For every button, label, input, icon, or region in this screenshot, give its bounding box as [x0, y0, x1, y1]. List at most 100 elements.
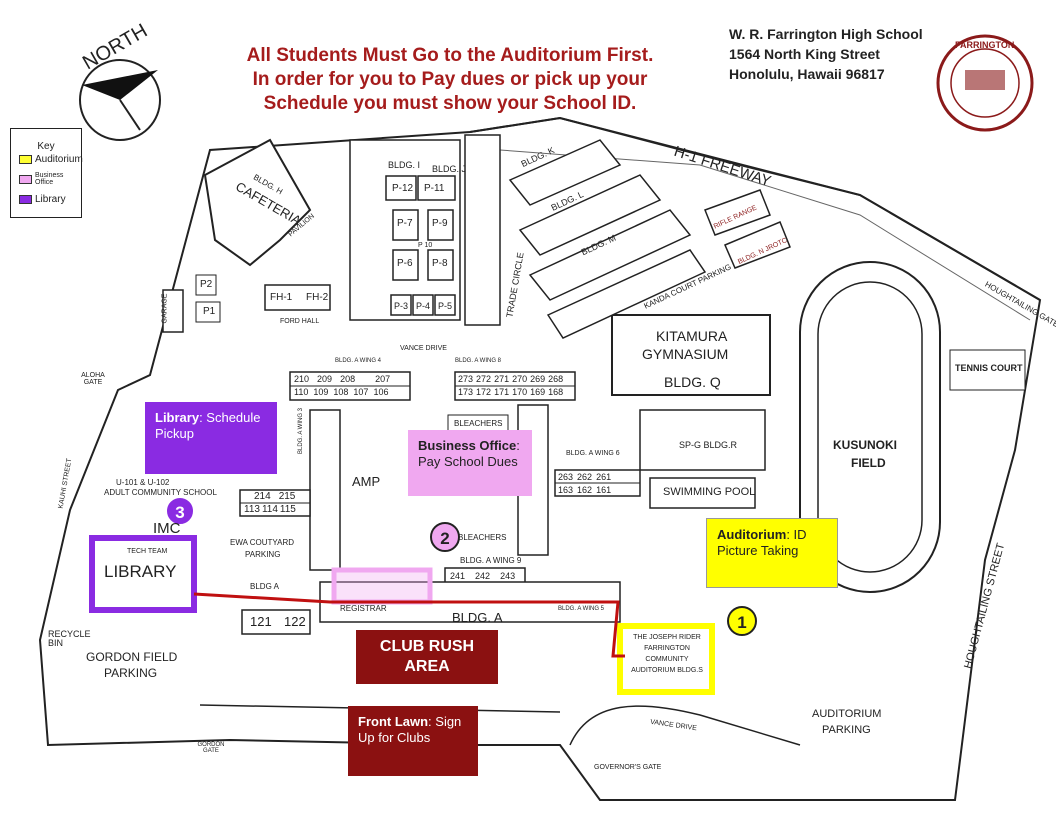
tennis-court-label: TENNIS COURT [955, 363, 1023, 373]
gordon-field-label-2: PARKING [104, 666, 158, 680]
headline-line-3: Schedule you must show your School ID. [263, 93, 637, 114]
adult-school-label-2: ADULT COMMUNITY SCHOOL [104, 488, 217, 497]
p9-label: P-9 [432, 218, 448, 229]
sp-g-label: SP-G BLDG.R [679, 440, 738, 450]
swimming-pool-label: SWIMMING POOL [663, 486, 756, 498]
route-line [193, 592, 625, 658]
garage-label: GARAGE [161, 293, 169, 324]
key-item-library: Library [19, 192, 81, 206]
bldg-a-small-label: BLDG A [250, 582, 279, 591]
governors-gate-label: GOVERNOR'S GATE [594, 764, 662, 771]
key-swatch-business [19, 174, 32, 184]
p6-label: P-6 [397, 258, 413, 269]
north-compass [79, 59, 161, 141]
portable-block [349, 139, 461, 321]
wing4-label: BLDG. A WING 4 [335, 358, 382, 364]
bldg-j-label: BLDG. J [432, 164, 467, 174]
library-label: LIBRARY [104, 562, 177, 581]
recycle-bin-label: RECYCLE BIN [48, 629, 91, 648]
key-item-business: Business Office [19, 172, 81, 186]
headline: All Students Must Go to the Auditorium F… [170, 44, 730, 116]
wing6-label: BLDG. A WING 6 [566, 450, 620, 457]
portable-strip [464, 134, 501, 326]
wing9-label: BLDG. A WING 9 [460, 556, 522, 565]
tennis-court [949, 349, 1026, 391]
vance-drive-road [569, 705, 801, 746]
p10-label: P 10 [418, 242, 433, 249]
ewa-courtyard-label-2: PARKING [245, 550, 281, 559]
auditorium-parking-label-2: PARKING [822, 724, 871, 736]
p1-label: P1 [203, 306, 216, 317]
key-swatch-auditorium [19, 154, 32, 164]
p2-block [195, 274, 217, 296]
gym-block [639, 409, 766, 471]
headline-line-2: In order for you to Pay dues or pick up … [252, 69, 648, 90]
ford-hall-label: FORD HALL [280, 318, 320, 325]
gordon-gate-label: GORDON GATE [197, 742, 225, 754]
p1-block [195, 301, 221, 323]
bleachers-label: BLEACHERS [454, 419, 503, 428]
adult-school-label-1: U-101 & U-102 [116, 478, 170, 487]
library-building [89, 535, 197, 613]
aloha-gate-label: ALOHA GATE [81, 372, 105, 386]
key-item-auditorium: Auditorium [19, 152, 83, 166]
registrar-label: REGISTRAR [340, 604, 387, 613]
auditorium-building-label: THE JOSEPH RIDER FARRINGTON COMMUNITY AU… [631, 634, 703, 674]
h1-freeway-line [469, 116, 1041, 301]
kitamura-gymnasium [611, 314, 771, 396]
school-seal [936, 34, 1034, 132]
wing5-label: BLDG. A WING 5 [558, 606, 605, 612]
field-label: FIELD [851, 456, 886, 470]
kusunoki-label: KUSUNOKI [833, 438, 898, 452]
marker-1: 1 [727, 606, 757, 636]
wing3-label: BLDG. A WING 3 [298, 407, 305, 455]
fh-block [264, 284, 331, 311]
room-122: 122 [284, 614, 306, 629]
fh1-label: FH-1 [270, 292, 293, 303]
ewa-courtyard-label-1: EWA COUTYARD [230, 538, 295, 547]
p4-label: P-4 [416, 301, 431, 311]
bldg-q-label: BLDG. Q [664, 374, 721, 390]
p8-label: P-8 [432, 258, 448, 269]
school-address: W. R. Farrington High School 1564 North … [729, 24, 923, 84]
key-title: Key [37, 141, 55, 152]
headline-line-1: All Students Must Go to the Auditorium F… [246, 45, 654, 66]
wing8-label: BLDG. A WING 8 [455, 358, 502, 364]
room-121: 121 [250, 614, 272, 629]
shop-buildings [508, 139, 791, 339]
bldg-i-label: BLDG. I [388, 160, 421, 170]
imc-label: IMC [153, 520, 181, 537]
p11-label: P-11 [424, 183, 445, 194]
p2-label: P2 [200, 279, 213, 290]
school-street: 1564 North King Street [729, 46, 880, 62]
front-lawn-callout: Front Lawn: Sign Up for Clubs [348, 706, 478, 776]
p12-label: P-12 [392, 183, 414, 194]
bleachers-lower-label: BLEACHERS [458, 533, 507, 542]
kitamura-label: KITAMURA [656, 328, 728, 344]
map-key: Key Auditorium Business Office Library [10, 128, 83, 218]
auditorium-callout: Auditorium: ID Picture Taking [706, 518, 838, 588]
marker-2: 2 [430, 522, 460, 552]
gordon-field-label-1: GORDON FIELD [86, 650, 178, 664]
p5-label: P-5 [438, 301, 453, 311]
garage-block [162, 289, 184, 333]
business-office-highlight [331, 567, 433, 605]
p7-label: P-7 [397, 218, 413, 229]
amp-label: AMP [352, 474, 381, 489]
auditorium-building [617, 623, 715, 695]
business-office-callout: Business Office: Pay School Dues [408, 430, 532, 496]
seal-text: FARRINGTON [955, 40, 1015, 50]
auditorium-parking-label-1: AUDITORIUM [812, 708, 882, 720]
cafeteria-building [203, 138, 312, 267]
school-city: Honolulu, Hawaii 96817 [729, 66, 885, 82]
marker-3: 3 [165, 496, 195, 526]
